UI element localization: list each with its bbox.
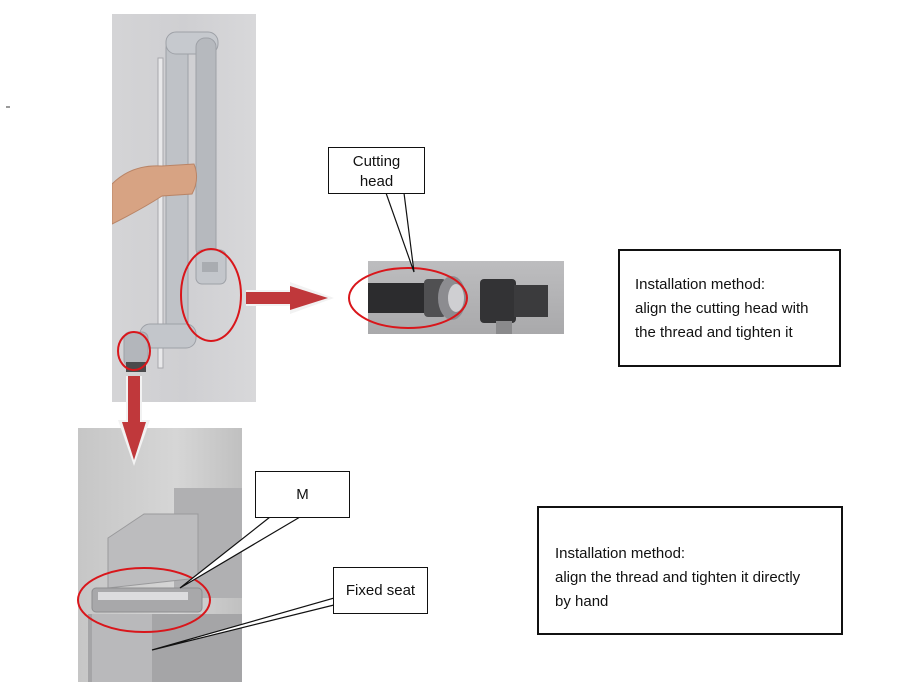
arm-photo: [112, 14, 256, 402]
fixed-seat-photo: [78, 428, 242, 682]
info-line: by hand: [555, 593, 609, 610]
info-line: the thread and tighten it: [635, 324, 793, 341]
fixed-seat-label-text: Fixed seat: [345, 582, 416, 599]
fixed-seat-label: Fixed seat: [333, 567, 428, 614]
cutting-head-label: Cutting head: [328, 147, 425, 194]
cutting-head-photo: [368, 261, 564, 334]
arm-illustration: [112, 31, 227, 372]
installation-method-box-cutting-head: Installation method: align the cutting h…: [618, 249, 841, 367]
stray-mark: [6, 106, 10, 108]
installation-method-box-fixed-seat: Installation method: align the thread an…: [537, 506, 843, 635]
cutting-head-illustration: [368, 276, 548, 334]
cutting-head-label-line2: head: [359, 173, 394, 190]
info-line: align the thread and tighten it directly: [555, 569, 801, 586]
info-title: Installation method:: [635, 276, 766, 293]
fixed-seat-illustration: [88, 488, 242, 682]
arrow-right-icon: [246, 282, 334, 314]
m-label: M: [255, 471, 350, 518]
m-label-text: M: [296, 486, 309, 503]
info-title: Installation method:: [555, 545, 686, 562]
info-line: align the cutting head with: [635, 300, 809, 317]
cutting-head-label-line1: Cutting: [352, 153, 401, 170]
